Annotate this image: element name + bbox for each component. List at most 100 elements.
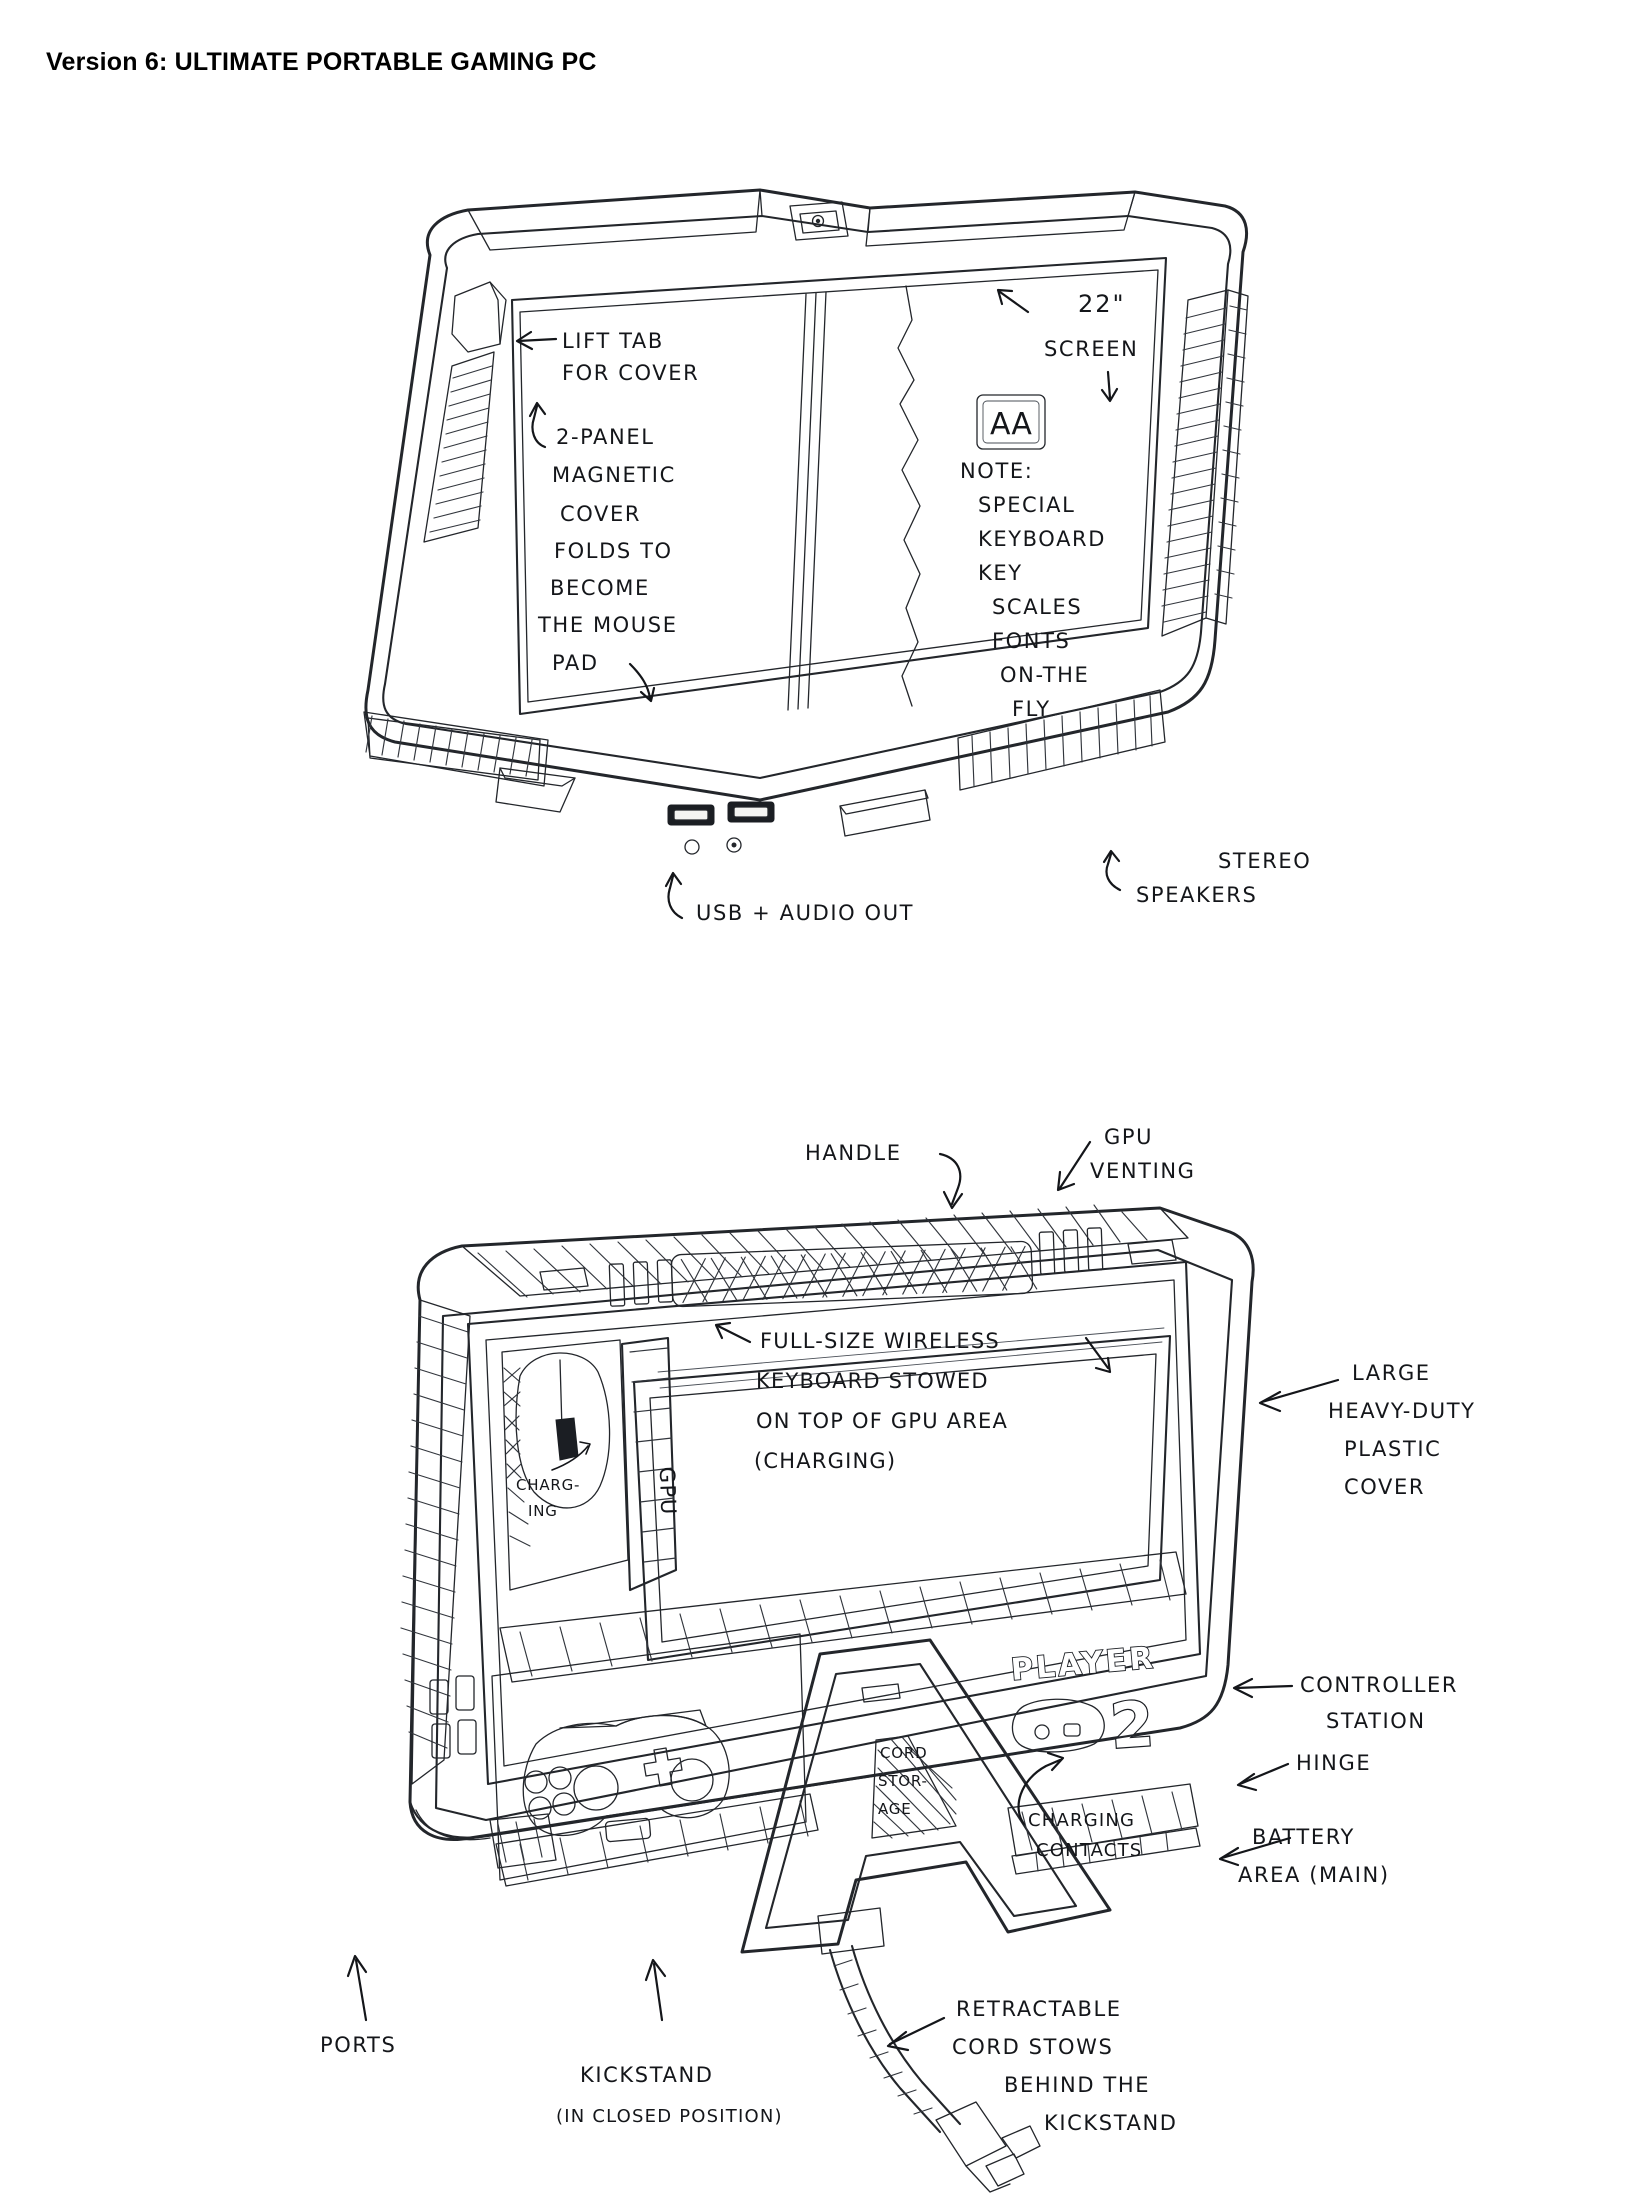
gpu-venting-line-1: GPU: [1104, 1125, 1153, 1149]
figure-rear-open: PLAYER 2: [0, 1120, 1648, 2200]
annotation-plastic-cover: LARGE HEAVY-DUTY PLASTIC COVER: [1258, 1361, 1476, 1499]
gpu-vertical-label: GPU: [655, 1466, 681, 1516]
bottom-grille-right: [957, 689, 1166, 791]
keyboard-stowed-line-1: FULL-SIZE WIRELESS: [760, 1329, 1000, 1353]
device-body-outline: [364, 188, 1249, 802]
page-title: Version 6: ULTIMATE PORTABLE GAMING PC: [46, 48, 597, 76]
keyboard-shelf: [499, 1551, 1187, 1683]
annotation-font-icon: Aa: [976, 394, 1046, 450]
mini-controller-icon: [1011, 1698, 1105, 1753]
lift-tab-line-2: FOR COVER: [562, 361, 699, 385]
plastic-cover-line-1: LARGE: [1352, 1361, 1431, 1385]
speaker-grille-right: [1161, 289, 1249, 637]
kickstand-a-frame: [740, 1638, 1112, 1954]
player-badge-label: PLAYER: [1010, 1640, 1157, 1687]
webcam-module: [789, 201, 849, 241]
left-side-wall: [400, 1299, 471, 1785]
magnetic-cover-line-3: COVER: [560, 502, 641, 526]
retractable-cord-line-2: CORD STOWS: [952, 2035, 1113, 2059]
controller-station-line-1: CONTROLLER: [1300, 1673, 1458, 1697]
player-two-badge: PLAYER 2: [1009, 1640, 1158, 1765]
foot-right: [839, 789, 931, 837]
magnetic-cover-line-1: 2-PANEL: [556, 425, 655, 449]
annotation-screen-size: 22" SCREEN: [996, 288, 1138, 403]
kickstand-line-1: KICKSTAND: [580, 2063, 714, 2087]
speaker-grille-left: [423, 351, 495, 543]
battery-area-line-1: BATTERY: [1252, 1825, 1355, 1849]
annotation-stereo-speakers: STEREO SPEAKERS: [1102, 849, 1310, 907]
gpu-vent-slots-right: [1038, 1227, 1104, 1275]
magnetic-cover-line-6: THE MOUSE: [537, 613, 678, 637]
player-number-label: 2: [1108, 1687, 1156, 1763]
lift-tab-line-1: LIFT TAB: [562, 329, 664, 353]
port-cluster: [667, 801, 775, 855]
lift-tab-notch: [451, 281, 507, 353]
screen-frame: [510, 256, 1168, 716]
charging-contacts-shelf: [1007, 1783, 1201, 1875]
charging-contacts-line-2: CONTACTS: [1036, 1840, 1142, 1861]
magnetic-cover-line-5: BECOME: [550, 576, 650, 600]
stereo-speakers-line-2: SPEAKERS: [1136, 883, 1257, 907]
keyboard-stowed-line-3: ON TOP OF GPU AREA: [756, 1409, 1008, 1433]
font-scale-icon: Aa: [990, 407, 1032, 442]
charging-mouse-line-1: CHARG-: [516, 1476, 580, 1494]
annotation-handle: HANDLE: [805, 1141, 964, 1210]
top-bevel-facets: [467, 189, 1136, 251]
keyboard-note-line-8: FLY: [1012, 697, 1051, 721]
keyboard-note-line-1: NOTE:: [960, 459, 1033, 483]
retractable-cord-line-3: BEHIND THE: [1004, 2073, 1150, 2097]
annotation-usb-audio: USB + AUDIO OUT: [664, 871, 914, 925]
cord-storage-line-3: AGE: [878, 1800, 912, 1818]
plastic-cover-line-2: HEAVY-DUTY: [1328, 1399, 1476, 1423]
usb-audio-label: USB + AUDIO OUT: [696, 901, 914, 925]
retractable-cord-line-4: KICKSTAND: [1044, 2111, 1178, 2135]
charging-contacts-line-1: CHARGING: [1028, 1810, 1135, 1831]
retractable-cord: [828, 1944, 1041, 2193]
annotation-hinge: HINGE: [1236, 1751, 1371, 1792]
keyboard-note-line-4: KEY: [978, 561, 1023, 585]
ports-label: PORTS: [320, 2033, 396, 2057]
annotation-keyboard-note: NOTE: SPECIAL KEYBOARD KEY SCALES FONTS …: [960, 459, 1104, 721]
annotation-kickstand: KICKSTAND (IN CLOSED POSITION): [556, 1958, 783, 2127]
keyboard-stowed-line-4: (CHARGING): [754, 1449, 896, 1473]
keyboard-note-line-2: SPECIAL: [978, 493, 1075, 517]
annotation-lift-tab: LIFT TAB FOR COVER: [515, 329, 699, 385]
kickstand-line-2: (IN CLOSED POSITION): [556, 2106, 783, 2127]
lid-top-band: [461, 1204, 1189, 1298]
retractable-cord-line-1: RETRACTABLE: [956, 1997, 1122, 2021]
annotation-gpu-venting: GPU VENTING: [1056, 1125, 1196, 1192]
annotation-gpu-vertical: GPU: [655, 1466, 681, 1516]
controller-shelf: [495, 1793, 819, 1887]
keyboard-note-line-7: ON-THE: [1000, 663, 1089, 687]
controller-station-line-2: STATION: [1326, 1709, 1426, 1733]
keyboard-note-line-6: FONTS: [992, 629, 1070, 653]
annotation-retractable-cord: RETRACTABLE CORD STOWS BEHIND THE KICKST…: [886, 1997, 1178, 2135]
charging-mouse-line-2: ING: [528, 1502, 558, 1520]
cord-storage-line-2: STOR-: [878, 1772, 928, 1790]
foot-left: [495, 767, 576, 813]
handle-label: HANDLE: [805, 1141, 902, 1165]
annotation-keyboard-stowed: FULL-SIZE WIRELESS KEYBOARD STOWED ON TO…: [714, 1321, 1112, 1473]
figure-front-closed: LIFT TAB FOR COVER 2-PANEL MAGNETIC COVE…: [0, 0, 1648, 1000]
annotation-magnetic-cover: 2-PANEL MAGNETIC COVER FOLDS TO BECOME T…: [528, 401, 678, 703]
annotation-ports: PORTS: [320, 1954, 396, 2057]
lid-clips: [539, 1239, 1177, 1291]
screen-label: SCREEN: [1044, 337, 1138, 361]
bottom-grille-left: [363, 711, 549, 787]
side-ports: [429, 1675, 477, 1759]
cover-torn-edge: [897, 285, 921, 707]
inner-cover-frame: [466, 1260, 1202, 1786]
controller-bay: [491, 1633, 807, 1881]
cover-panel-seam: [787, 291, 827, 711]
mouse-charging-bay: [501, 1339, 629, 1591]
keyboard-stowed-line-2: KEYBOARD STOWED: [756, 1369, 989, 1393]
annotation-battery-area: BATTERY AREA (MAIN): [1218, 1825, 1388, 1887]
screen-size-label: 22": [1078, 290, 1126, 318]
hinge-label: HINGE: [1296, 1751, 1371, 1775]
bottom-feet: [489, 1813, 885, 1955]
annotation-charging-mouse: CHARG- ING: [516, 1476, 580, 1520]
cord-storage-line-1: CORD: [880, 1744, 927, 1762]
plastic-cover-line-4: COVER: [1344, 1475, 1425, 1499]
annotation-controller-station: CONTROLLER STATION: [1232, 1673, 1458, 1733]
gpu-venting-line-2: VENTING: [1090, 1159, 1196, 1183]
